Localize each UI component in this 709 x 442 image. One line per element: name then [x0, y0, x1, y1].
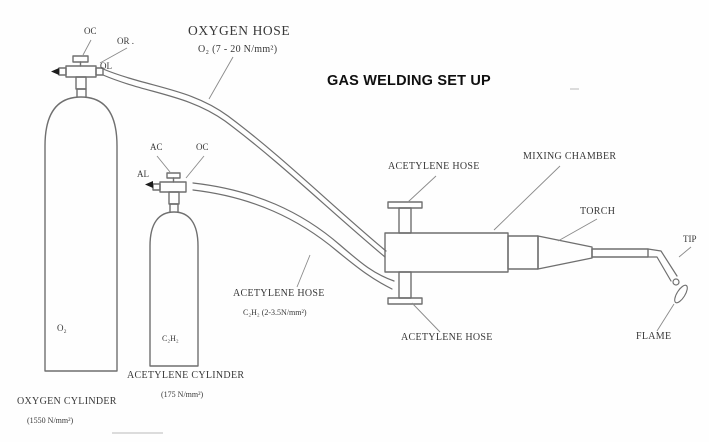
oxygen-cylinder-shape [44, 88, 118, 372]
bottom-connector [387, 271, 423, 305]
label-o2: O₂ [57, 323, 67, 333]
label-al: AL [137, 169, 149, 179]
label-oxygen-cylinder-pressure: (1550 N/mm²) [27, 416, 74, 425]
acetylene-hose-path [192, 182, 395, 290]
flame-shape [674, 284, 688, 304]
label-oc-top: OC [84, 26, 97, 36]
label-acetylene-hose-bottom: ACETYLENE HOSE [401, 332, 493, 343]
label-oxygen-cylinder: OXYGEN CYLINDER [17, 396, 117, 407]
label-c2h2: C₂H₂ [162, 334, 179, 343]
top-connector [387, 201, 423, 234]
oxygen-outlet-arrow [51, 68, 59, 75]
leader-lines [82, 39, 692, 333]
label-tip: TIP [683, 234, 697, 244]
label-acetylene-hose-pressure: C₂H₂ (2-3.5N/mm²) [243, 308, 307, 317]
torch-tube [591, 248, 649, 258]
label-acetylene-hose-left: ACETYLENE HOSE [233, 288, 325, 299]
label-flame: FLAME [636, 331, 672, 342]
label-ac: AC [150, 142, 163, 152]
acetylene-outlet-arrow [145, 181, 153, 188]
scan-marks [112, 88, 579, 434]
label-torch: TORCH [580, 206, 616, 217]
mixing-chamber-shape [384, 232, 509, 273]
label-or: OR . [117, 36, 135, 46]
torch-cone [537, 235, 593, 270]
label-acetylene-hose-top: ACETYLENE HOSE [388, 161, 480, 172]
label-mixing-chamber: MIXING CHAMBER [523, 151, 617, 162]
oxygen-valve [58, 55, 104, 90]
label-oc-right: OC [196, 142, 209, 152]
label-acetylene-cylinder: ACETYLENE CYLINDER [127, 370, 245, 381]
torch-tip [647, 248, 680, 286]
acetylene-valve [152, 172, 187, 205]
label-oxygen-hose-pressure: O₂ (7 - 20 N/mm²) [198, 44, 278, 55]
oxygen-hose-path [102, 68, 387, 258]
label-ol: OL [100, 61, 112, 71]
torch-body [384, 232, 649, 273]
label-acetylene-cylinder-pressure: (175 N/mm²) [161, 390, 204, 399]
page-title: GAS WELDING SET UP [327, 73, 491, 89]
label-oxygen-hose: OXYGEN HOSE [188, 23, 291, 38]
